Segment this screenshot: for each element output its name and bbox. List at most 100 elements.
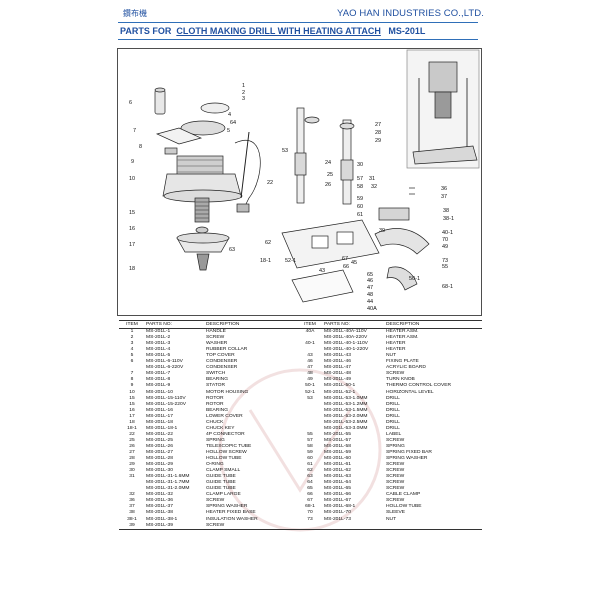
cell-description: CLAMP SMALL	[206, 468, 241, 474]
cell-item: 32	[129, 492, 135, 498]
cell-description: GUIDE TUBE	[206, 486, 236, 492]
cell-parts-no: MS-201L-6-220V	[146, 365, 184, 371]
cell-description-2: FIXING PLATE	[386, 359, 419, 365]
cell-parts-no: MS-201L-27	[146, 449, 173, 455]
cell-parts-no: MS-201L-37	[146, 504, 173, 510]
cell-description-2: DRILL	[386, 401, 400, 407]
cell-item-2	[297, 522, 323, 530]
cell-item: 26	[129, 443, 135, 449]
cell-parts-no: MS-201L-10	[146, 389, 173, 395]
cell-parts-no-2: MS-201L-58	[324, 443, 351, 449]
cell-parts-no-2: MS-201L-59	[324, 449, 351, 455]
svg-text:38: 38	[443, 208, 449, 214]
cell-parts-no-2: MS-201L-48	[324, 371, 351, 377]
cell-item: 5	[130, 353, 134, 359]
svg-text:22: 22	[267, 180, 273, 186]
cell-item: 36	[129, 498, 135, 504]
cell-parts-no-2: MS-201L-40A-110V	[324, 329, 367, 335]
svg-text:29: 29	[375, 138, 381, 144]
svg-text:46: 46	[367, 278, 373, 284]
model-number: MS-201L	[388, 26, 426, 36]
cell-description: RUBBER COLLAR	[206, 347, 248, 353]
cell-description: WASHER	[206, 341, 228, 347]
cell-description-2: DRILL	[386, 425, 400, 431]
svg-text:63: 63	[229, 247, 235, 253]
cell-parts-no: MS-201L-18	[146, 419, 173, 425]
cell-item-2: 67	[307, 498, 313, 504]
cell-item-2: 49	[307, 377, 313, 383]
cell-parts-no: MS-201L-15-220V	[146, 401, 186, 407]
cell-parts-no-2	[323, 522, 385, 530]
svg-text:3: 3	[242, 96, 245, 102]
cell-description: HEATER FIXED BASE	[206, 510, 256, 516]
cell-item-2: 65	[307, 486, 313, 492]
cell-item-2: 73	[307, 516, 313, 522]
cell-item-2: 53	[307, 395, 313, 401]
cell-item-2: 40-1	[305, 341, 315, 347]
cell-item-2: 63	[307, 474, 313, 480]
cell-parts-no-2: MS-201L-73	[324, 516, 351, 522]
cell-description-2: DRILL	[386, 413, 400, 419]
svg-text:38-1: 38-1	[443, 216, 454, 222]
cell-description-2: SCREW	[386, 498, 405, 504]
cell-item: 29	[129, 462, 135, 468]
cell-description: TELESCOPIC TUBE	[206, 443, 252, 449]
cell-description-2: LABEL	[386, 431, 402, 437]
cell-item-2: 60	[307, 456, 313, 462]
company-name: YAO HAN INDUSTRIES CO.,LTD.	[337, 8, 484, 19]
cell-parts-no: MS-201L-30	[146, 468, 173, 474]
cell-parts-no: MS-201L-8	[146, 377, 171, 383]
svg-text:61: 61	[357, 212, 363, 218]
cell-description-2: HEATER	[386, 347, 406, 353]
cell-parts-no-2: MS-201L-53-2.5MM	[324, 419, 368, 425]
svg-text:67: 67	[342, 256, 348, 262]
cell-item: 39	[119, 522, 145, 530]
cell-item-2: 57	[307, 437, 313, 443]
cell-parts-no: MS-201L-7	[146, 371, 171, 377]
cell-description: CONDENSER	[206, 359, 238, 365]
cell-item: 37	[129, 504, 135, 510]
col-parts-no: PARTS NO:	[145, 319, 205, 330]
cell-description: GUIDE TUBE	[206, 480, 236, 486]
cell-description-2: DRILL	[386, 395, 400, 401]
cell-parts-no: MS-201L-31-1.7MM	[146, 480, 190, 486]
col-parts-no-2: PARTS NO:	[323, 319, 385, 330]
svg-text:8: 8	[139, 144, 142, 150]
cell-parts-no-2: MS-201L-60	[324, 456, 351, 462]
cell-parts-no: MS-201L-2	[146, 335, 171, 341]
cell-parts-no: MS-201L-3	[146, 341, 171, 347]
cell-description-2: SLEEVE	[386, 510, 406, 516]
cell-parts-no: MS-201L-38-1	[146, 516, 178, 522]
svg-text:70: 70	[442, 237, 448, 243]
cell-description-2: SCREW	[386, 486, 405, 492]
svg-text:44: 44	[367, 299, 373, 305]
svg-text:4: 4	[228, 112, 231, 118]
cell-parts-no-2: MS-201L-50-1	[324, 383, 356, 389]
cell-description-2: SCREW	[386, 462, 405, 468]
cell-item: 28	[129, 456, 135, 462]
col-description-2: DESCRIPTION	[385, 319, 482, 330]
cell-parts-no-2: MS-201L-65	[324, 486, 351, 492]
cell-parts-no: MS-201L-17	[146, 413, 173, 419]
cell-item: 22	[129, 431, 135, 437]
table-header-row: ITEM PARTS NO: DESCRIPTION ITEM PARTS NO…	[119, 319, 482, 330]
cell-parts-no: MS-201L-16	[146, 407, 173, 413]
svg-text:57: 57	[357, 176, 363, 182]
cell-description: ROTOR	[206, 401, 224, 407]
cell-parts-no: MS-201L-36	[146, 498, 173, 504]
cell-item-2: 62	[307, 468, 313, 474]
